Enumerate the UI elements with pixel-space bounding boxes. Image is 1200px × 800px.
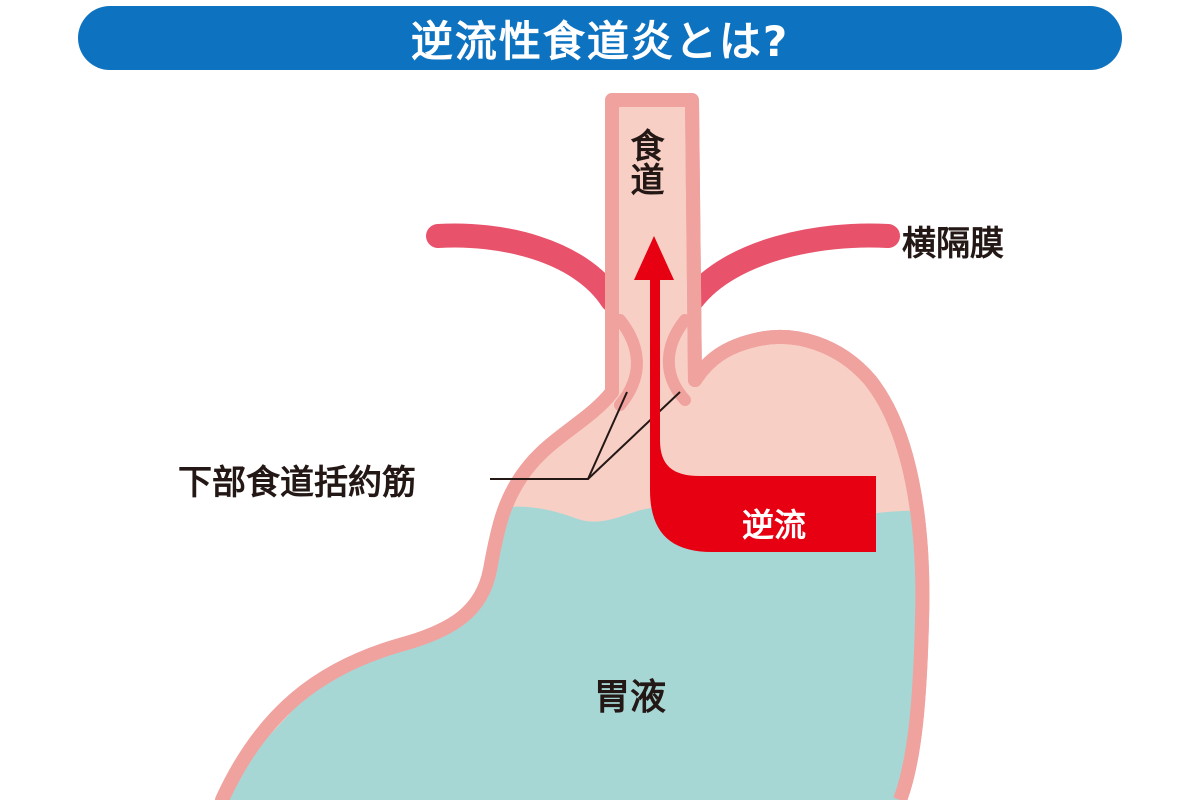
diaphragm-left bbox=[426, 223, 624, 312]
diaphragm-right bbox=[680, 223, 900, 312]
gastric-acid-label: 胃液 bbox=[594, 677, 667, 718]
leader-line-les-2 bbox=[587, 391, 681, 480]
les-label: 下部食道括約筋 bbox=[178, 463, 416, 503]
reflux-label: 逆流 bbox=[742, 506, 807, 544]
reflux-arrow bbox=[648, 278, 876, 552]
gastric-acid bbox=[222, 506, 923, 800]
esophagus-label: 食道 bbox=[624, 128, 664, 196]
reflux-arrowhead bbox=[634, 236, 674, 280]
diaphragm-label: 横隔膜 bbox=[902, 224, 1004, 264]
page-title: 逆流性食道炎とは? bbox=[410, 16, 790, 66]
title-banner: 逆流性食道炎とは? bbox=[78, 6, 1122, 70]
stomach-outline bbox=[215, 99, 930, 800]
sphincter-left bbox=[614, 314, 643, 411]
